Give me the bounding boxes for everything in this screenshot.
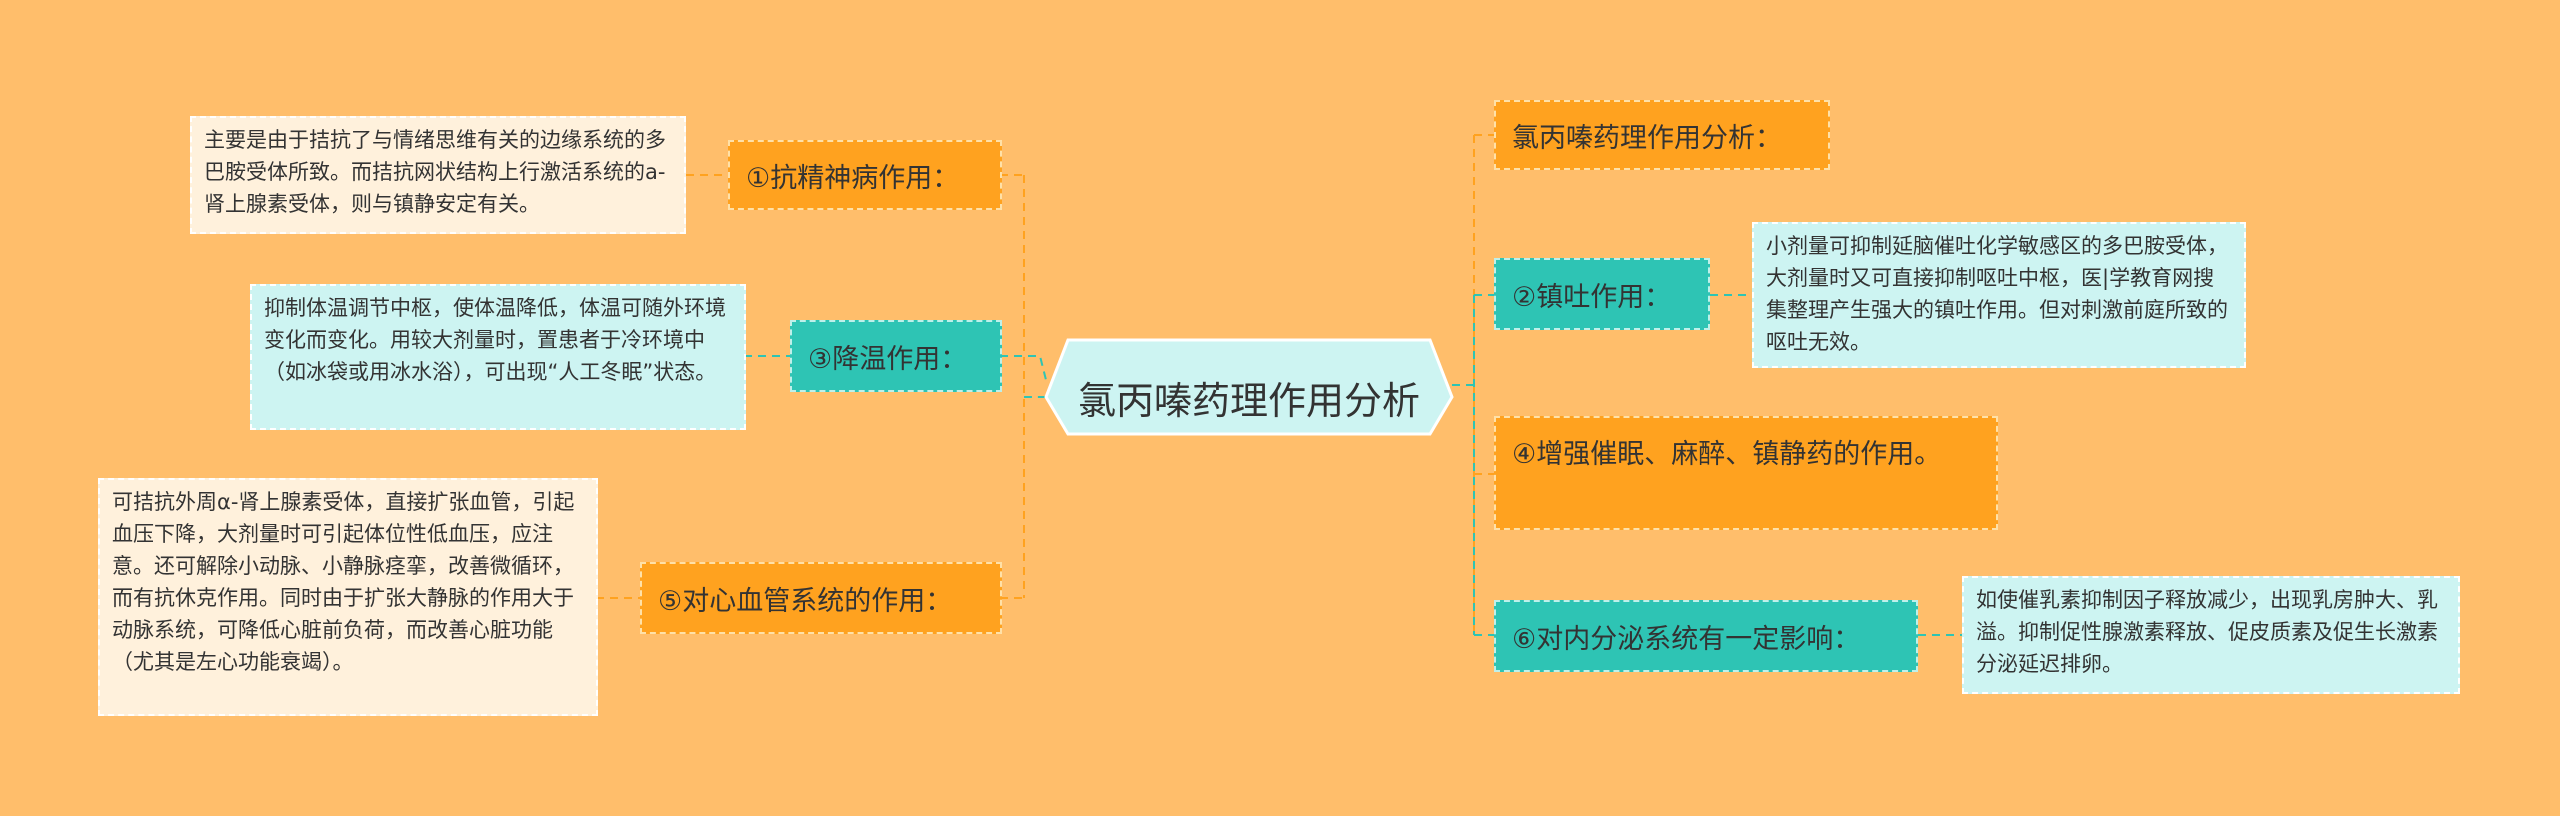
branch-label: ③降温作用： xyxy=(808,343,968,375)
detail-endocrine: 如使催乳素抑制因子释放减少，出现乳房肿大、乳溢。抑制促性腺激素释放、促皮质素及促… xyxy=(1962,576,2460,694)
branch-cardiovascular[interactable]: ⑤对心血管系统的作用： xyxy=(640,562,1002,634)
branch-label: ⑤对心血管系统的作用： xyxy=(658,585,953,617)
root-node-shape xyxy=(1044,338,1454,436)
detail-text: 主要是由于拮抗了与情绪思维有关的边缘系统的多巴胺受体所致。而拮抗网状结构上行激活… xyxy=(204,128,666,216)
branch-label: 氯丙嗪药理作用分析： xyxy=(1512,122,1782,154)
branch-endocrine[interactable]: ⑥对内分泌系统有一定影响： xyxy=(1494,600,1918,672)
detail-text: 如使催乳素抑制因子释放减少，出现乳房肿大、乳溢。抑制促性腺激素释放、促皮质素及促… xyxy=(1976,588,2438,676)
detail-antipsychotic: 主要是由于拮抗了与情绪思维有关的边缘系统的多巴胺受体所致。而拮抗网状结构上行激活… xyxy=(190,116,686,234)
detail-text: 抑制体温调节中枢，使体温降低，体温可随外环境变化而变化。用较大剂量时，置患者于冷… xyxy=(264,296,726,384)
branch-antipsychotic[interactable]: ①抗精神病作用： xyxy=(728,140,1002,210)
branch-label: ②镇吐作用： xyxy=(1512,281,1672,313)
branch-label: ④增强催眠、麻醉、镇静药的作用。 xyxy=(1512,439,1942,470)
detail-cooling: 抑制体温调节中枢，使体温降低，体温可随外环境变化而变化。用较大剂量时，置患者于冷… xyxy=(250,284,746,430)
branch-analysis[interactable]: 氯丙嗪药理作用分析： xyxy=(1494,100,1830,170)
branch-cooling[interactable]: ③降温作用： xyxy=(790,320,1002,392)
branch-label: ①抗精神病作用： xyxy=(746,162,960,194)
branch-antiemetic[interactable]: ②镇吐作用： xyxy=(1494,258,1710,330)
detail-text: 可拮抗外周α-肾上腺素受体，直接扩张血管，引起血压下降，大剂量时可引起体位性低血… xyxy=(112,490,575,674)
root-topic[interactable]: 氯丙嗪药理作用分析 xyxy=(1077,378,1420,423)
branch-label: ⑥对内分泌系统有一定影响： xyxy=(1512,623,1861,655)
detail-cardiovascular: 可拮抗外周α-肾上腺素受体，直接扩张血管，引起血压下降，大剂量时可引起体位性低血… xyxy=(98,478,598,716)
detail-antiemetic: 小剂量可抑制延脑催吐化学敏感区的多巴胺受体，大剂量时又可直接抑制呕吐中枢，医|学… xyxy=(1752,222,2246,368)
detail-text: 小剂量可抑制延脑催吐化学敏感区的多巴胺受体，大剂量时又可直接抑制呕吐中枢，医|学… xyxy=(1766,234,2228,354)
branch-potentiation[interactable]: ④增强催眠、麻醉、镇静药的作用。 xyxy=(1494,416,1998,530)
